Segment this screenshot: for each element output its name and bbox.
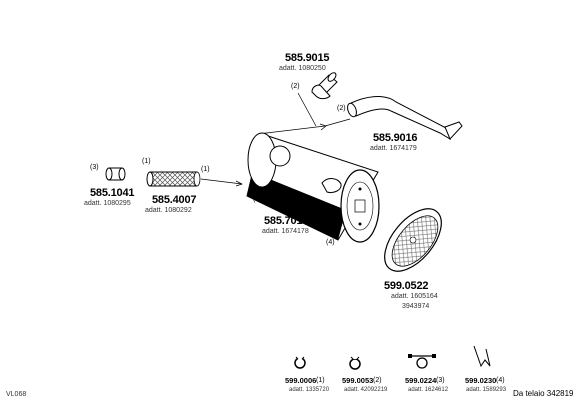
clamp-number-1: 599.0006 — [285, 376, 317, 385]
clamp-number-2: 599.0053 — [342, 376, 374, 385]
part-adapt-585-9015: adatt. 1080250 — [279, 65, 326, 72]
part-adapt-585-4007: adatt. 1080292 — [145, 207, 192, 214]
qty-585-4007: (1) — [142, 158, 151, 165]
qty-585-7019: (1) — [201, 166, 210, 173]
part-adapt-585-7019: adatt. 1674178 — [262, 228, 309, 235]
flexible-pipe-drawing — [146, 171, 201, 187]
clamp-icon — [294, 356, 306, 369]
part-adapt-585-9016: adatt. 1674179 — [370, 145, 417, 152]
part-number-585-9016: 585.9016 — [373, 132, 418, 144]
clamp-qty-2: (2) — [373, 377, 382, 384]
part-adapt-599-0522: adatt. 1605164 — [391, 293, 438, 300]
frame-note: Da telaio 342819 — [513, 389, 574, 398]
muffler-drawing — [246, 132, 380, 243]
part-number-585-4007: 585.4007 — [152, 194, 197, 206]
clamp-qty-3: (3) — [436, 377, 445, 384]
tail-pipe-drawing — [347, 96, 463, 141]
qty-muffler-left: (4) — [253, 196, 262, 203]
clamp-adapt-3: adatt. 1624612 — [408, 387, 449, 393]
part-number-585-9015: 585.9015 — [285, 52, 330, 64]
clamp-number-3: 599.0224 — [405, 376, 437, 385]
part-alt-599-0522: 3943974 — [402, 303, 430, 310]
diagram-code: VL068 — [6, 391, 27, 398]
clamp-qty-4: (4) — [496, 377, 505, 384]
qty-585-9016: (2) — [337, 105, 346, 112]
elbow-pipe-drawing — [311, 72, 338, 100]
clamp-adapt-4: adatt. 1589293 — [466, 387, 507, 393]
hanger-icon — [473, 345, 491, 368]
clamp-qty-1: (1) — [316, 377, 325, 384]
qty-585-1041: (3) — [90, 164, 99, 171]
clamp-number-4: 599.0230 — [465, 376, 497, 385]
clamp-adapt-2: adatt. 42092219 — [344, 387, 388, 393]
clamp-icon — [349, 356, 361, 370]
part-adapt-585-1041: adatt. 1080295 — [84, 200, 131, 207]
strap-clamp-icon — [408, 354, 436, 369]
part-number-585-7019: 585.7019 — [264, 215, 309, 227]
clamp-adapt-1: adatt. 1335720 — [289, 387, 330, 393]
part-number-599-0522: 599.0522 — [384, 280, 429, 292]
heat-shield-drawing — [384, 208, 442, 272]
coupling-sleeve-drawing — [105, 167, 126, 181]
qty-599-0522: (4) — [326, 239, 335, 246]
part-number-585-1041: 585.1041 — [90, 187, 135, 199]
qty-585-9015: (2) — [291, 83, 300, 90]
